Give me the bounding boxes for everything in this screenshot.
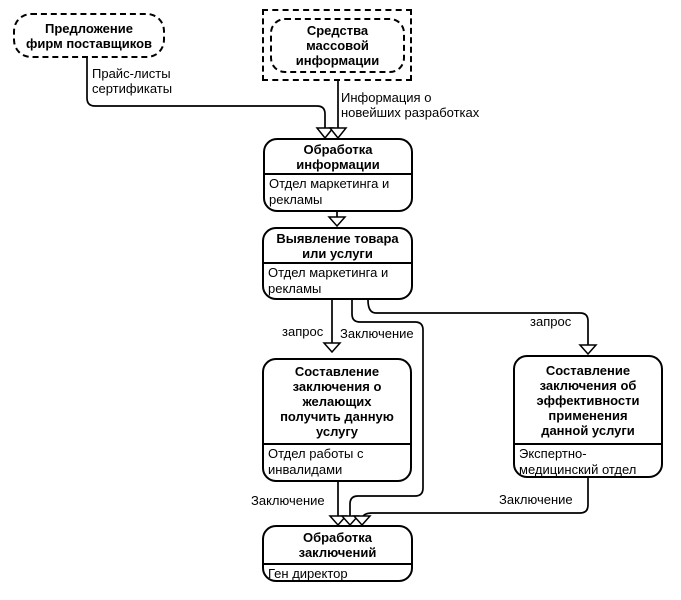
arrowhead-media-info <box>328 127 348 140</box>
arrowhead-conclusion-right <box>352 515 372 527</box>
node-conclusions-processing-department: Ген директор <box>264 563 411 582</box>
node-conclusion-applicants-department: Отдел работы с инвалидами <box>264 443 410 480</box>
node-conclusion-effectiveness-department: Экспертно- медицинский отдел <box>515 443 661 477</box>
arrowhead-request-left <box>322 342 342 354</box>
node-conclusion-applicants-title: Составление заключения о желающих получи… <box>280 364 394 439</box>
node-product-identification[interactable]: Выявление товара или услуги Отдел маркет… <box>262 227 413 300</box>
node-suppliers[interactable]: Предложение фирм поставщиков <box>13 13 165 58</box>
node-conclusions-processing-title: Обработка заключений <box>298 530 377 560</box>
edge-conclusion-center-line <box>349 300 424 517</box>
node-product-identification-department: Отдел маркетинга и рекламы <box>264 262 411 298</box>
node-media-frame: Средства массовой информации <box>262 9 412 81</box>
edge-label-conclusion-bottom-right: Заключение <box>499 492 573 507</box>
node-conclusion-effectiveness-title: Составление заключения об эффективности … <box>536 362 640 438</box>
node-info-processing-title: Обработка информации <box>296 141 380 172</box>
edge-label-new-developments: Информация о новейших разработках <box>341 90 480 120</box>
arrowhead-to-identification <box>327 216 347 228</box>
arrowhead-conclusion-center <box>340 515 360 527</box>
arrowhead-price-lists <box>315 127 335 140</box>
edge-label-request-left: запрос <box>282 324 324 339</box>
node-media[interactable]: Средства массовой информации <box>270 18 405 73</box>
arrowhead-conclusion-left <box>328 515 348 527</box>
node-info-processing[interactable]: Обработка информации Отдел маркетинга и … <box>263 138 413 212</box>
node-product-identification-title: Выявление товара или услуги <box>276 230 399 261</box>
node-suppliers-title: Предложение фирм поставщиков <box>25 20 153 51</box>
node-conclusions-processing[interactable]: Обработка заключений Ген директор <box>262 525 413 582</box>
edge-conclusion-right-line <box>361 478 589 519</box>
edge-label-request-right: запрос <box>530 314 572 329</box>
edge-label-conclusion-center: Заключение <box>340 326 414 341</box>
node-conclusion-applicants[interactable]: Составление заключения о желающих получи… <box>262 358 412 482</box>
node-media-title: Средства массовой информации <box>295 23 380 68</box>
edge-label-conclusion-bottom-left: Заключение <box>251 493 325 508</box>
node-conclusion-effectiveness[interactable]: Составление заключения об эффективности … <box>513 355 663 478</box>
arrowhead-request-right <box>578 344 598 356</box>
edge-label-price-lists: Прайс-листы сертификаты <box>92 66 173 96</box>
edge-price-lists-line <box>86 57 326 129</box>
edge-request-right-line <box>367 299 589 346</box>
node-info-processing-department: Отдел маркетинга и рекламы <box>265 173 411 210</box>
